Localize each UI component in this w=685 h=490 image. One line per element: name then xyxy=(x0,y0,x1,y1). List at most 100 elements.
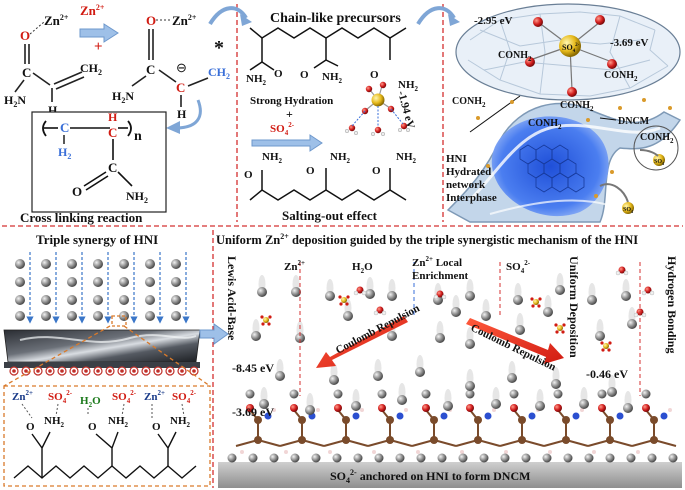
sulfate-oxygen xyxy=(261,322,265,326)
zn-ion xyxy=(513,295,523,305)
water-h-1b xyxy=(353,130,359,136)
plate-site-core xyxy=(12,369,16,373)
chain-carbon xyxy=(342,416,350,424)
chain-oxygen xyxy=(510,404,518,412)
zoom-so4-2: SO42- xyxy=(112,389,137,405)
title-triple-synergy: Triple synergy of HNI xyxy=(36,232,158,247)
zn-ion xyxy=(387,291,397,301)
sulfate-sulfur xyxy=(533,299,539,305)
top-nh2-3: NH2 xyxy=(398,79,419,93)
zn-ion xyxy=(15,295,25,305)
footer-label: SO42- anchored on HNI to form DNCM xyxy=(330,468,530,485)
falling-ions xyxy=(251,266,655,415)
zn-ion xyxy=(67,295,77,305)
h2o-label-e: H2O xyxy=(352,261,373,275)
water-hydrogen xyxy=(641,290,647,296)
zn-ion xyxy=(145,277,155,287)
top-nh2-2: NH2 xyxy=(322,71,343,85)
hni-label-2: Hydrated xyxy=(446,166,491,178)
chain-carbon xyxy=(562,416,570,424)
deposited-zn xyxy=(333,389,343,399)
zn-layer-atom xyxy=(563,453,573,463)
deposited-zn xyxy=(421,389,431,399)
conh2-net-2: CONH2 xyxy=(528,118,562,131)
zn-ion xyxy=(579,399,589,409)
poly-bond-co-2 xyxy=(85,175,109,191)
h-right: H xyxy=(177,107,187,121)
sulfate-oxygen xyxy=(339,302,343,306)
zn-ion xyxy=(171,259,181,269)
caption-salting-out: Salting-out effect xyxy=(282,208,378,223)
poly-n: n xyxy=(134,129,142,144)
net-side-chain-2 xyxy=(639,149,659,157)
deposited-zn xyxy=(509,389,519,399)
zn-ion xyxy=(41,295,51,305)
zn-ion xyxy=(93,277,103,287)
plus-sign-a: + xyxy=(94,39,103,55)
bot-o-2: O xyxy=(306,165,315,177)
poly-bracket-right xyxy=(127,120,132,137)
sulfate-oxygen xyxy=(561,330,565,334)
zoom-o-2: O xyxy=(88,421,97,433)
poly-bond-co xyxy=(83,171,107,187)
c-left: C xyxy=(22,65,31,80)
molecular-chain xyxy=(227,389,678,463)
zoom-side-chains xyxy=(31,431,177,478)
zoom-dotted-links xyxy=(21,403,185,419)
chain-hydrogen xyxy=(636,450,640,454)
zn-ion xyxy=(119,295,129,305)
plate-site-core xyxy=(36,369,40,373)
net-so4-1 xyxy=(653,154,665,166)
zn-ion xyxy=(543,307,553,317)
conh2-net-4: CONH2 xyxy=(640,132,674,145)
water-oxygen xyxy=(644,286,652,294)
net-so4-1-label: SO4 xyxy=(654,159,664,166)
deposited-zn xyxy=(641,389,651,399)
zoom-nh2-2: NH2 xyxy=(108,415,129,429)
panel-uniform-deposition: Uniform Zn2+ deposition guided by the tr… xyxy=(216,232,682,488)
zn-layer-atom xyxy=(458,453,468,463)
conh2-inset-1: CONH2 xyxy=(498,50,532,63)
zn-ion xyxy=(491,399,501,409)
poly-o: O xyxy=(72,184,82,199)
chain-carbon xyxy=(430,436,438,444)
zn-layer-atom xyxy=(353,453,363,463)
zn-ion xyxy=(67,259,77,269)
zoom-h2o: H2O xyxy=(80,395,101,409)
zn-ion xyxy=(515,325,525,335)
panel-salting-out: Chain-like precursors NH2 O O NH2 O NH2 … xyxy=(244,11,419,223)
zn-ion xyxy=(535,401,545,411)
chain-carbon xyxy=(518,416,526,424)
water-hydrogen xyxy=(433,294,439,300)
zn-arrow-label: Zn2+ xyxy=(80,3,105,18)
chain-hydrogen xyxy=(272,408,276,412)
chain-hydrogen xyxy=(360,408,364,412)
ch2-blue: CH2 xyxy=(208,65,230,81)
network-strand-2 xyxy=(489,199,613,215)
chain-oxygen xyxy=(554,404,562,412)
energy-hb: -0.46 eV xyxy=(586,367,628,381)
bot-nh2-1: NH2 xyxy=(262,151,283,165)
zoom-so4-3: SO42- xyxy=(172,389,197,405)
zn-layer-atom xyxy=(437,453,447,463)
sulfate-oxygen xyxy=(554,323,558,327)
sulfate-oxygen xyxy=(267,322,271,326)
zn-layer-atom xyxy=(416,453,426,463)
zn-layer-atom xyxy=(479,453,489,463)
chain-nitrogen xyxy=(352,412,360,420)
zn-ion xyxy=(171,277,181,287)
zn-ion xyxy=(145,311,155,321)
water-hydrogen xyxy=(441,294,447,300)
sulfate-sulfur xyxy=(341,297,347,303)
zn-layer-atom xyxy=(248,453,258,463)
o-right: O xyxy=(146,13,156,28)
zn-layer-atom xyxy=(500,453,510,463)
zn-ion xyxy=(257,287,267,297)
zn-ion xyxy=(119,277,129,287)
zn-ion xyxy=(325,291,335,301)
so4-label-e: SO42- xyxy=(506,259,531,275)
sulfate-oxygen xyxy=(530,297,534,301)
zn-ion xyxy=(15,277,25,287)
water-hydrogen xyxy=(649,290,655,296)
bot-o-1: O xyxy=(244,169,253,181)
